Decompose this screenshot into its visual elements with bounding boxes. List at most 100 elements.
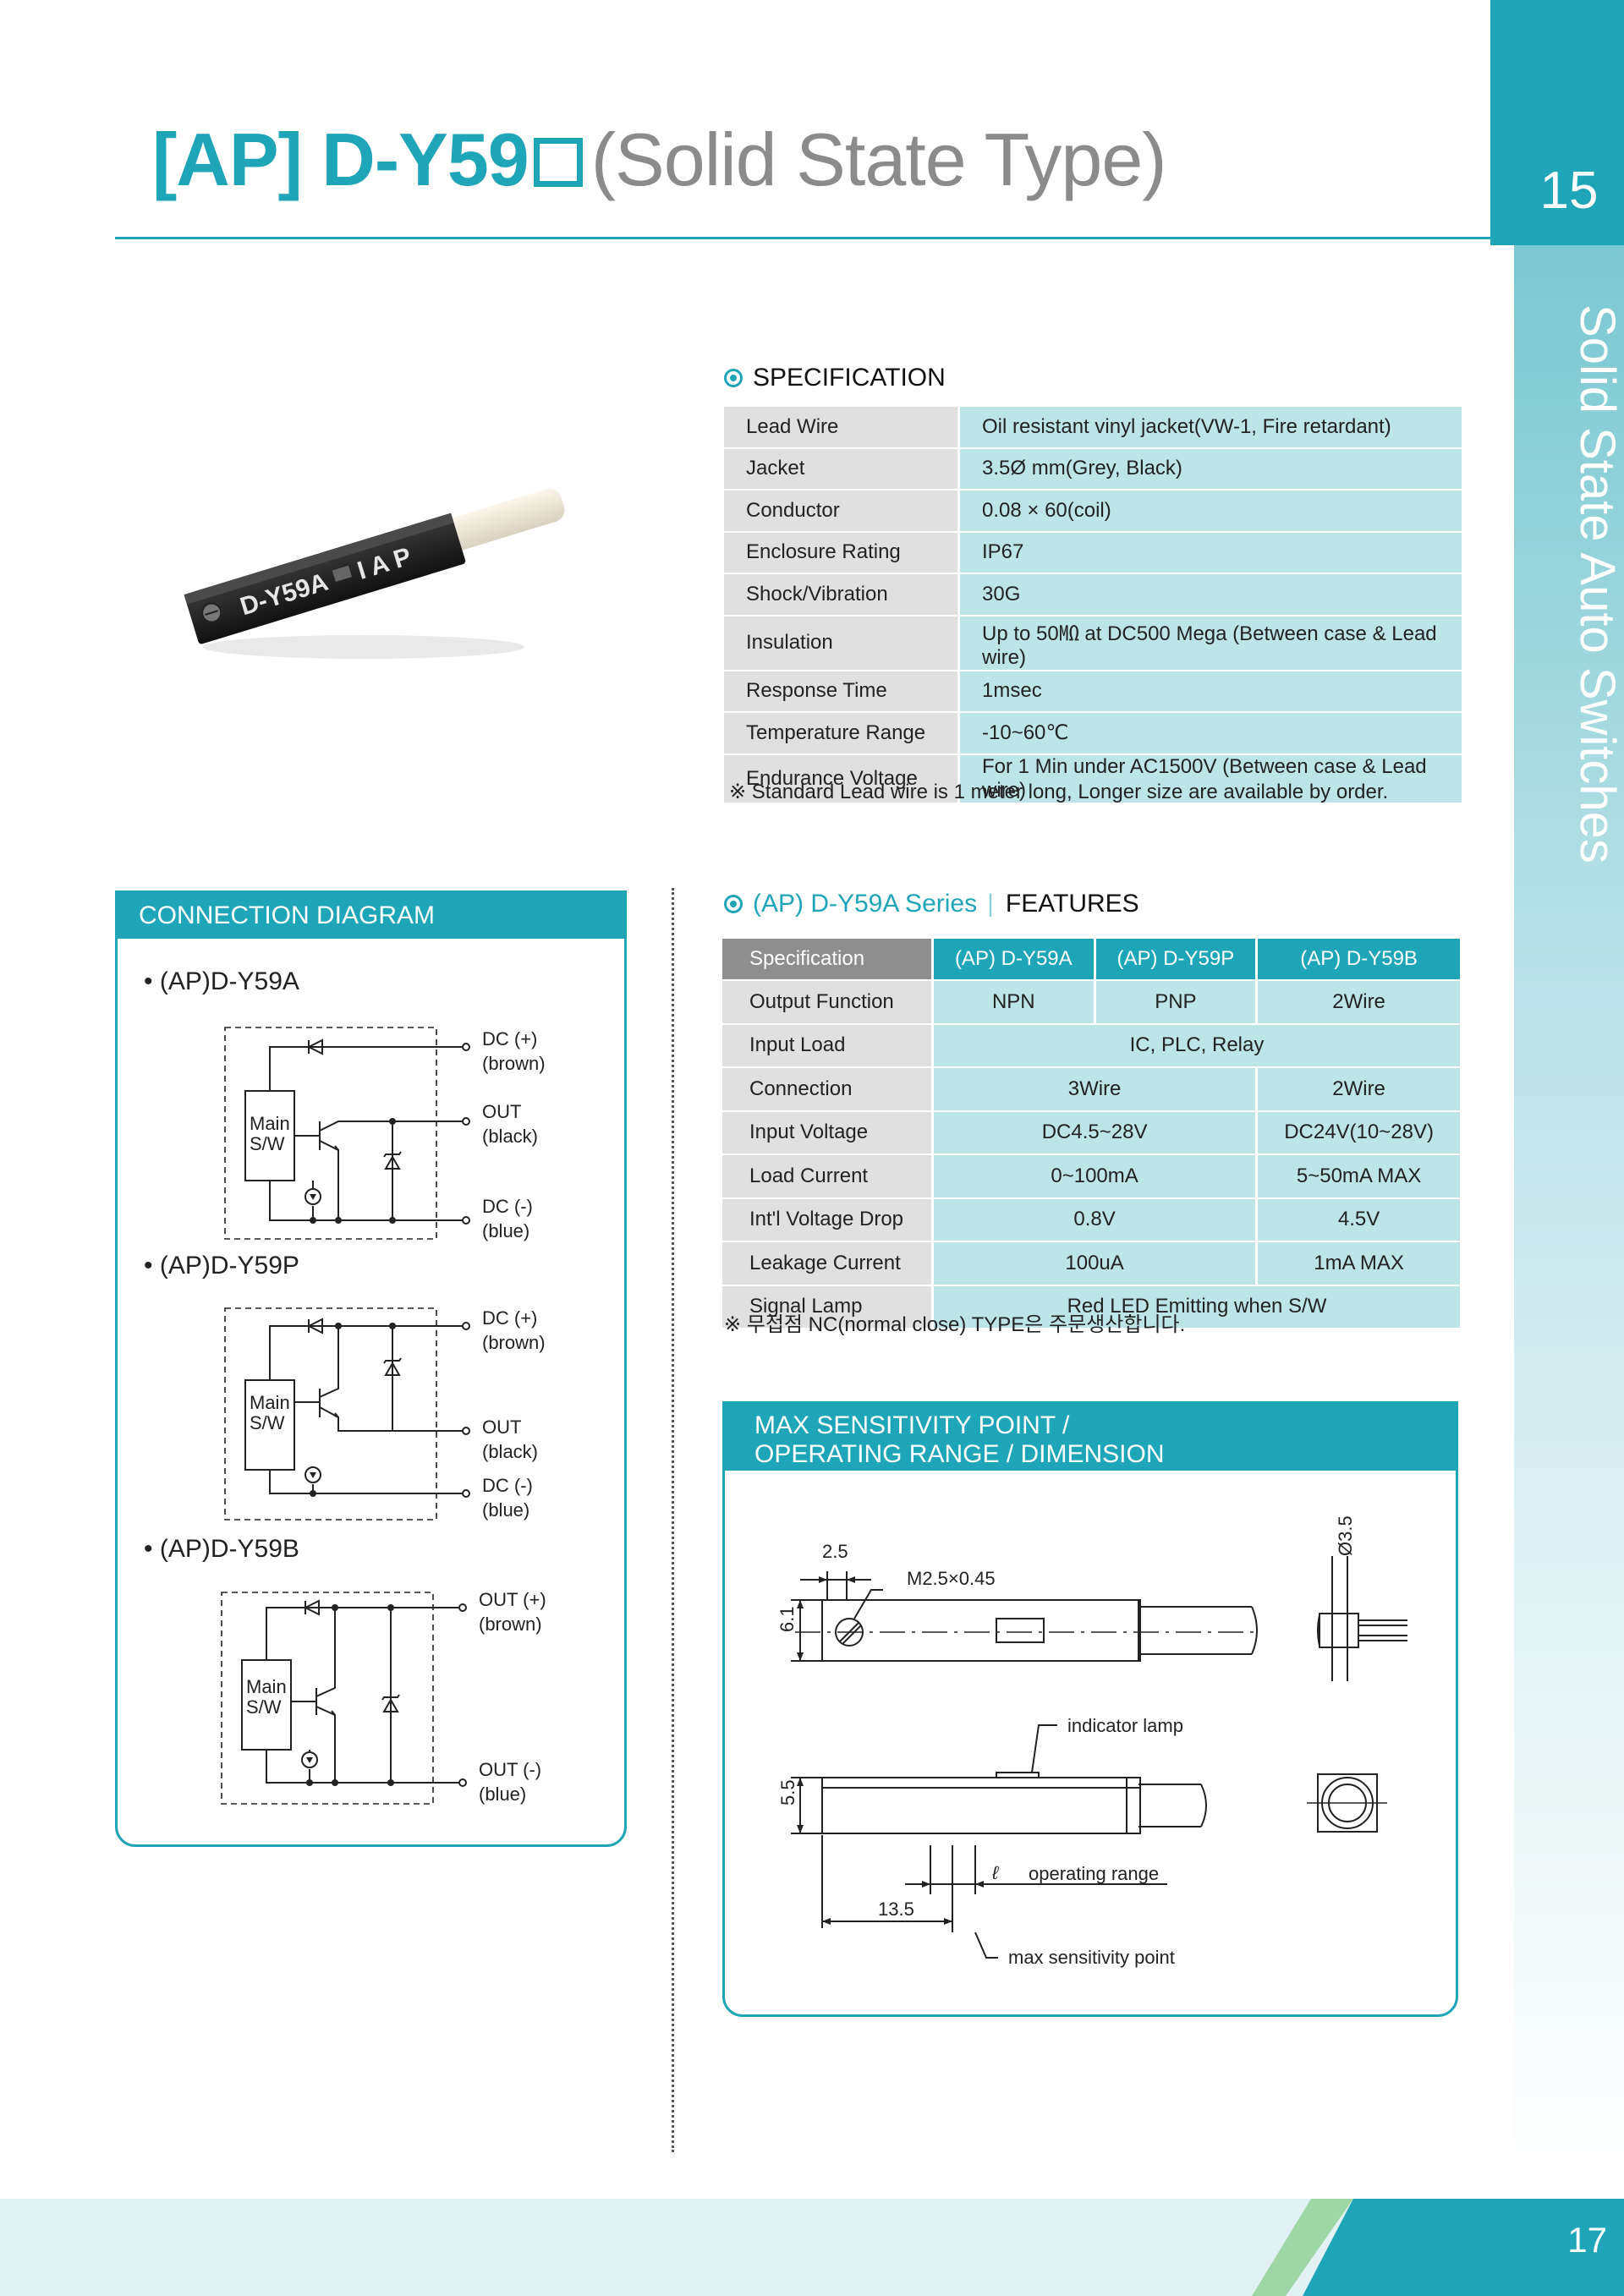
wire-color-label: (blue) (479, 1784, 526, 1805)
dim-label: 6.1 (776, 1606, 798, 1632)
table-row: Connection 3Wire 2Wire (722, 1067, 1460, 1112)
table-row: Leakage Current 100uA 1mA MAX (722, 1241, 1460, 1286)
wire-color-label: (brown) (482, 1053, 546, 1074)
features-heading-row: (AP) D-Y59A Series | FEATURES (724, 890, 1139, 918)
spec-value: -10~60℃ (958, 712, 1462, 755)
dimension-heading-line2: OPERATING RANGE / DIMENSION (754, 1440, 1165, 1468)
table-row: Output Function NPN PNP 2Wire (722, 980, 1460, 1025)
spec-value: 3.5Ø mm(Grey, Black) (958, 447, 1462, 490)
cell: 3Wire (932, 1067, 1259, 1112)
sw-label: S/W (250, 1412, 285, 1433)
spec-label: Jacket (724, 447, 960, 490)
wire-color-label: (brown) (482, 1332, 546, 1353)
dimension-drawing: 2.5 M2.5×0.45 6.1 Ø3.5 indicator lamp 5.… (776, 1515, 1407, 1968)
terminal-label: OUT (+) (479, 1589, 546, 1610)
table-row: Load Current 0~100mA 5~50mA MAX (722, 1154, 1460, 1199)
spec-heading: SPECIFICATION (753, 364, 946, 392)
heading-separator: | (987, 890, 994, 918)
features-table: Specification (AP) D-Y59A (AP) D-Y59P (A… (722, 939, 1460, 1329)
row-label: Input Voltage (722, 1110, 934, 1155)
spec-label: Conductor (724, 490, 960, 533)
cell: 1mA MAX (1256, 1241, 1460, 1286)
chapter-number: 15 (1539, 162, 1599, 220)
wiring-diagram-b: Main S/W OUT (+) (brown) OUT (-) (blue) (221, 1589, 546, 1805)
page-number: 17 (1567, 2220, 1607, 2260)
column-header: (AP) D-Y59B (1256, 939, 1460, 981)
diagram-title: • (AP)D-Y59B (144, 1535, 299, 1563)
spec-label: Insulation (724, 615, 960, 671)
spec-value: 1msec (958, 670, 1462, 713)
wire-color-label: (blue) (482, 1499, 529, 1521)
spec-label: Temperature Range (724, 712, 960, 755)
cell: DC4.5~28V (932, 1110, 1259, 1155)
main-label: Main (250, 1113, 290, 1134)
diagram-title: • (AP)D-Y59P (144, 1252, 299, 1280)
spec-value: Up to 50㏁ at DC500 Mega (Between case & … (958, 615, 1462, 671)
cell: NPN (932, 980, 1096, 1025)
table-row: Temperature Range-10~60℃ (724, 712, 1462, 755)
cell: 100uA (932, 1241, 1259, 1286)
column-header: (AP) D-Y59P (1095, 939, 1259, 981)
bullet-circle-icon (724, 369, 743, 387)
dim-label: Ø3.5 (1335, 1515, 1356, 1556)
main-label: Main (250, 1392, 290, 1413)
column-divider (672, 888, 674, 2152)
dimension-heading: MAX SENSITIVITY POINT / OPERATING RANGE … (722, 1401, 1458, 1471)
terminal-label: DC (-) (482, 1196, 533, 1217)
row-label: Int'l Voltage Drop (722, 1197, 934, 1242)
indicator-label: indicator lamp (1067, 1715, 1183, 1736)
features-series: (AP) D-Y59A Series (753, 890, 978, 918)
bullet-circle-icon (724, 895, 743, 913)
spec-label: Response Time (724, 670, 960, 713)
connection-diagram-heading: CONNECTION DIAGRAM (115, 890, 627, 939)
sw-label: S/W (250, 1133, 285, 1154)
spec-label: Shock/Vibration (724, 573, 960, 616)
spec-label: Endurance Voltage (724, 753, 960, 804)
spec-value: IP67 (958, 531, 1462, 574)
table-row: Signal Lamp Red LED Emitting when S/W (722, 1285, 1460, 1329)
sw-label: S/W (246, 1696, 282, 1718)
row-label: Input Load (722, 1023, 934, 1068)
operating-range-label: operating range (1029, 1863, 1159, 1884)
dim-label: 13.5 (878, 1899, 914, 1920)
wiring-diagram-a: Main S/W DC (+) (brown) OUT (black) DC (… (224, 1027, 546, 1241)
column-header: (AP) D-Y59A (932, 939, 1096, 981)
cell: Red LED Emitting when S/W (932, 1285, 1460, 1329)
spec-label: Enclosure Rating (724, 531, 960, 574)
chapter-tab (1490, 0, 1624, 245)
spec-value: For 1 Min under AC1500V (Between case & … (958, 753, 1462, 804)
terminal-label: DC (+) (482, 1307, 537, 1329)
wiring-diagram-p: Main S/W DC (+) (brown) OUT (black) DC (… (224, 1307, 546, 1521)
ell-label: ℓ (991, 1862, 999, 1883)
cell: 2Wire (1256, 980, 1460, 1025)
cell: IC, PLC, Relay (932, 1023, 1460, 1068)
table-row: Input Load IC, PLC, Relay (722, 1023, 1460, 1068)
dim-label: 5.5 (777, 1779, 798, 1806)
row-label: Output Function (722, 980, 934, 1025)
wire-color-label: (black) (482, 1441, 538, 1462)
terminal-label: OUT (482, 1417, 521, 1438)
terminal-label: OUT (482, 1101, 521, 1122)
table-row: Int'l Voltage Drop 0.8V 4.5V (722, 1197, 1460, 1242)
table-header-row: Specification (AP) D-Y59A (AP) D-Y59P (A… (722, 939, 1460, 981)
main-label: Main (246, 1676, 287, 1697)
spec-value: 0.08 × 60(coil) (958, 490, 1462, 533)
cell: 5~50mA MAX (1256, 1154, 1460, 1199)
spec-label: Lead Wire (724, 407, 960, 449)
cell: DC24V(10~28V) (1256, 1110, 1460, 1155)
spec-note: ※ Standard Lead wire is 1 meter long, Lo… (729, 781, 1389, 803)
spec-heading-row: SPECIFICATION (724, 364, 946, 392)
wire-color-label: (blue) (482, 1220, 529, 1241)
dim-label: 2.5 (822, 1541, 848, 1562)
cell: 0~100mA (932, 1154, 1259, 1199)
title-box-symbol (533, 138, 583, 187)
terminal-label: DC (+) (482, 1028, 537, 1049)
cell: 0.8V (932, 1197, 1259, 1242)
